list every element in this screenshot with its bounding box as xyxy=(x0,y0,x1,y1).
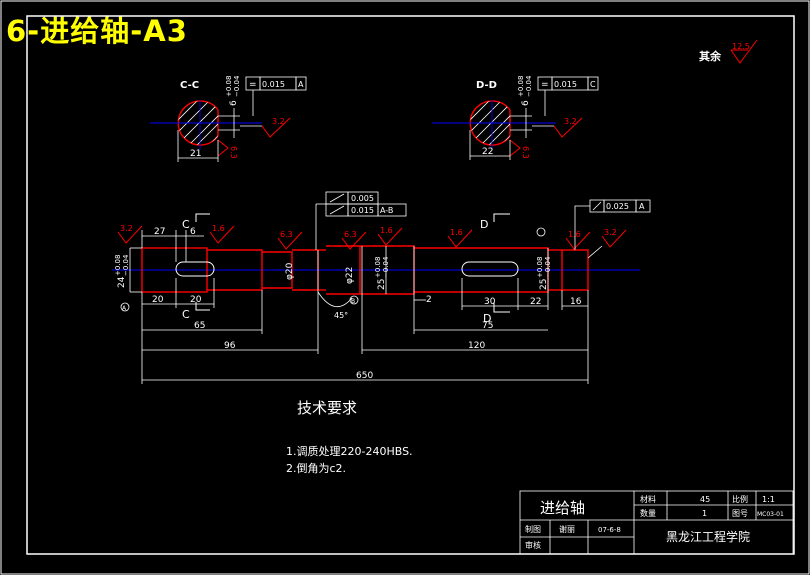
shaft-view: C C D D 3.2 1.6 6.3 6.3 1.6 1.6 1.6 3.2 xyxy=(112,191,651,384)
keyway-c xyxy=(175,261,215,277)
section-cc-tol-lower: −0.04 xyxy=(233,75,241,97)
svg-text:1: 1 xyxy=(702,509,707,518)
svg-text:0.015: 0.015 xyxy=(351,206,374,215)
svg-text:65: 65 xyxy=(194,321,205,331)
dim-6: 6 xyxy=(190,227,196,237)
cut-c-bottom: C xyxy=(182,308,190,321)
svg-text:MC03-01: MC03-01 xyxy=(757,511,784,518)
dia-right2-base: 25 xyxy=(539,279,549,290)
tech-req-item-1: 1.调质处理220-240HBS. xyxy=(286,445,413,458)
section-dd-tol-lower: −0.04 xyxy=(525,75,533,97)
svg-text:A: A xyxy=(639,202,645,211)
svg-text:07-6-8: 07-6-8 xyxy=(598,526,621,534)
svg-text:3.2: 3.2 xyxy=(120,224,133,233)
svg-text:20: 20 xyxy=(152,295,164,305)
svg-text:−0.04: −0.04 xyxy=(544,256,552,278)
section-dd-roughness: 3.2 xyxy=(564,117,577,126)
svg-text:1.6: 1.6 xyxy=(450,228,463,237)
svg-text:A: A xyxy=(122,305,127,312)
dim-27: 27 xyxy=(154,227,165,237)
svg-text:0.005: 0.005 xyxy=(351,194,374,203)
section-dd-tol-upper: +0.08 xyxy=(517,76,525,97)
svg-text:1.6: 1.6 xyxy=(212,224,225,233)
dia-right1-base: 25 xyxy=(377,279,387,290)
section-cc-fcf-value: 0.015 xyxy=(262,80,285,89)
drawing-title: 6-进给轴-A3 xyxy=(6,14,188,48)
section-dd-width: 22 xyxy=(482,147,493,157)
shaft-roughness-marks: 3.2 1.6 6.3 6.3 1.6 1.6 1.6 3.2 xyxy=(117,224,627,259)
section-cc-width: 21 xyxy=(190,149,201,159)
section-dd-fcf-symbol: = xyxy=(541,80,549,90)
roughness-symbol xyxy=(730,39,758,64)
svg-text:1.6: 1.6 xyxy=(380,226,393,235)
svg-text:A-B: A-B xyxy=(380,206,393,215)
svg-text:45: 45 xyxy=(700,495,710,504)
svg-text:6.3: 6.3 xyxy=(280,230,293,239)
svg-text:制图: 制图 xyxy=(525,524,541,534)
section-cc-fcf-symbol: = xyxy=(249,80,257,90)
section-cc-label: C-C xyxy=(180,80,199,91)
svg-text:75: 75 xyxy=(482,321,493,331)
svg-text:16: 16 xyxy=(570,297,582,307)
section-dd: D-D 6 +0.08 −0.04 = 0.015 C 3.2 xyxy=(432,75,599,160)
svg-text:0.025: 0.025 xyxy=(606,202,629,211)
title-block xyxy=(519,490,794,555)
angle-45: 45° xyxy=(334,311,348,320)
datum-b-circle xyxy=(349,295,359,305)
section-cc-tol-base: 6 xyxy=(229,100,239,106)
rest-roughness-label: 其余 xyxy=(699,49,722,63)
svg-text:120: 120 xyxy=(468,341,485,351)
svg-text:22: 22 xyxy=(530,297,541,307)
svg-text:B: B xyxy=(351,298,355,305)
inner-frame xyxy=(26,15,795,555)
svg-text:+0.08: +0.08 xyxy=(536,257,544,278)
keyway-d xyxy=(461,261,519,277)
svg-text:数量: 数量 xyxy=(640,508,656,518)
section-dd-fcf-datum: C xyxy=(590,80,596,89)
tech-req-heading: 技术要求 xyxy=(297,399,357,417)
section-cc-roughness2: 6.3 xyxy=(229,146,238,159)
svg-text:+0.08: +0.08 xyxy=(114,255,122,276)
svg-text:+0.08: +0.08 xyxy=(374,257,382,278)
dia-mid1: φ20 xyxy=(285,262,295,280)
svg-text:1.6: 1.6 xyxy=(568,230,581,239)
section-cc-tol-upper: +0.08 xyxy=(225,76,233,97)
section-dd-label: D-D xyxy=(476,80,497,91)
svg-text:20: 20 xyxy=(190,295,202,305)
tech-req-item-2: 2.倒角为c2. xyxy=(286,462,346,475)
rest-roughness: 其余 12.5 xyxy=(699,39,758,64)
svg-text:−0.04: −0.04 xyxy=(382,256,390,278)
svg-text:3.2: 3.2 xyxy=(604,228,617,237)
svg-text:材料: 材料 xyxy=(640,494,656,504)
svg-text:图号: 图号 xyxy=(732,509,748,518)
svg-text:谢丽: 谢丽 xyxy=(559,524,575,534)
svg-text:30: 30 xyxy=(484,297,496,307)
svg-text:−0.04: −0.04 xyxy=(122,254,130,276)
cut-c-top: C xyxy=(182,218,190,231)
svg-text:2: 2 xyxy=(426,295,432,305)
datum-c-circle xyxy=(536,227,546,237)
section-dd-roughness2: 6.3 xyxy=(521,146,530,159)
section-cc-fcf-datum: A xyxy=(298,80,304,89)
dia-left-base: 24 xyxy=(117,276,127,288)
part-name: 进给轴 xyxy=(540,499,585,517)
svg-text:审核: 审核 xyxy=(525,540,541,550)
cut-d-bottom: D xyxy=(483,312,491,325)
cut-d-top: D xyxy=(480,218,488,231)
section-dd-fcf-value: 0.015 xyxy=(554,80,577,89)
school-name: 黑龙江工程学院 xyxy=(666,529,750,544)
svg-text:比例: 比例 xyxy=(732,494,748,504)
dia-mid2: φ22 xyxy=(345,267,355,284)
svg-text:1:1: 1:1 xyxy=(762,495,775,504)
svg-text:6.3: 6.3 xyxy=(344,230,357,239)
rest-roughness-value: 12.5 xyxy=(732,42,750,51)
section-cc-roughness: 3.2 xyxy=(272,117,285,126)
svg-text:650: 650 xyxy=(356,371,373,381)
datum-a-circle xyxy=(120,302,130,312)
section-dd-tol-base: 6 xyxy=(521,100,531,106)
section-cc: C-C 6 +0.08 xyxy=(150,75,307,162)
svg-text:96: 96 xyxy=(224,341,236,351)
